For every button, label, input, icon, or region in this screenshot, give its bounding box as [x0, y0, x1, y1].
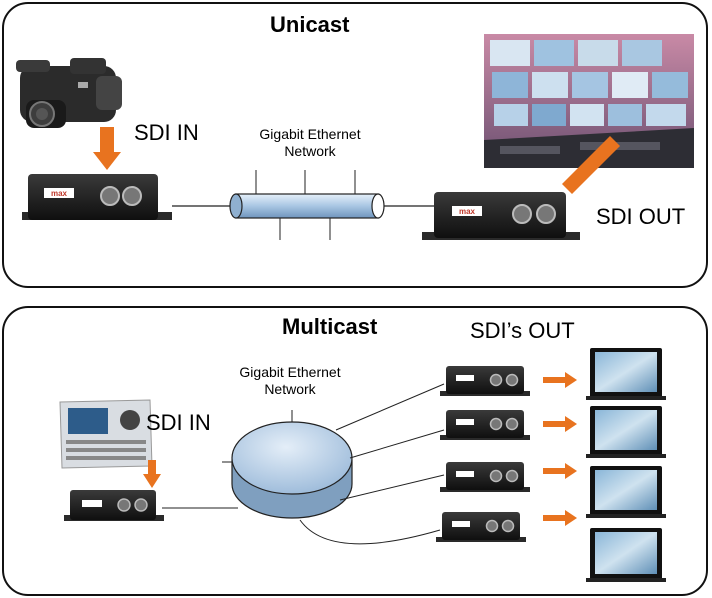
output-arrow — [543, 416, 577, 432]
brand-logo-text: max — [51, 189, 68, 198]
link-line — [335, 383, 445, 431]
monitor-icon — [586, 528, 666, 582]
camcorder-icon — [16, 58, 122, 128]
network-label-line2: Network — [264, 381, 316, 397]
output-arrow — [543, 372, 577, 388]
unicast-network-label: Gigabit Ethernet Network — [240, 126, 380, 160]
monitor-icon — [586, 406, 666, 458]
network-label-line2: Network — [284, 143, 336, 159]
network-pipe-icon — [229, 170, 385, 240]
decoder-device-icon: max — [422, 192, 580, 240]
network-cloud-icon — [222, 410, 353, 519]
multicast-title: Multicast — [282, 314, 378, 339]
brand-logo-text: max — [459, 207, 476, 216]
multicast-sdis-out-label: SDI’s OUT — [470, 318, 575, 343]
multicast-network-label: Gigabit Ethernet Network — [220, 364, 360, 398]
decoder-device-icon — [440, 366, 530, 396]
monitor-icon — [586, 348, 666, 400]
link-line — [349, 429, 445, 459]
decoder-device-icon — [440, 410, 530, 440]
link-line — [339, 474, 445, 501]
unicast-title: Unicast — [270, 12, 350, 37]
encoder-device-icon: max — [22, 174, 172, 220]
unicast-sdi-out-label: SDI OUT — [596, 204, 686, 229]
output-arrow — [562, 136, 620, 194]
monitor-icon — [586, 466, 666, 518]
input-arrow — [143, 460, 161, 488]
multicast-sdi-in-label: SDI IN — [146, 410, 211, 435]
output-arrow — [543, 510, 577, 526]
video-switcher-icon — [59, 399, 153, 469]
input-arrow — [93, 127, 121, 170]
decoder-device-icon — [436, 512, 526, 542]
decoder-device-icon — [440, 462, 530, 492]
video-wall-icon — [484, 34, 694, 168]
link-line — [299, 519, 441, 545]
network-label-line1: Gigabit Ethernet — [259, 126, 361, 142]
encoder-device-icon — [64, 490, 164, 521]
unicast-sdi-in-label: SDI IN — [134, 120, 199, 145]
output-arrow — [543, 463, 577, 479]
network-label-line1: Gigabit Ethernet — [239, 364, 341, 380]
